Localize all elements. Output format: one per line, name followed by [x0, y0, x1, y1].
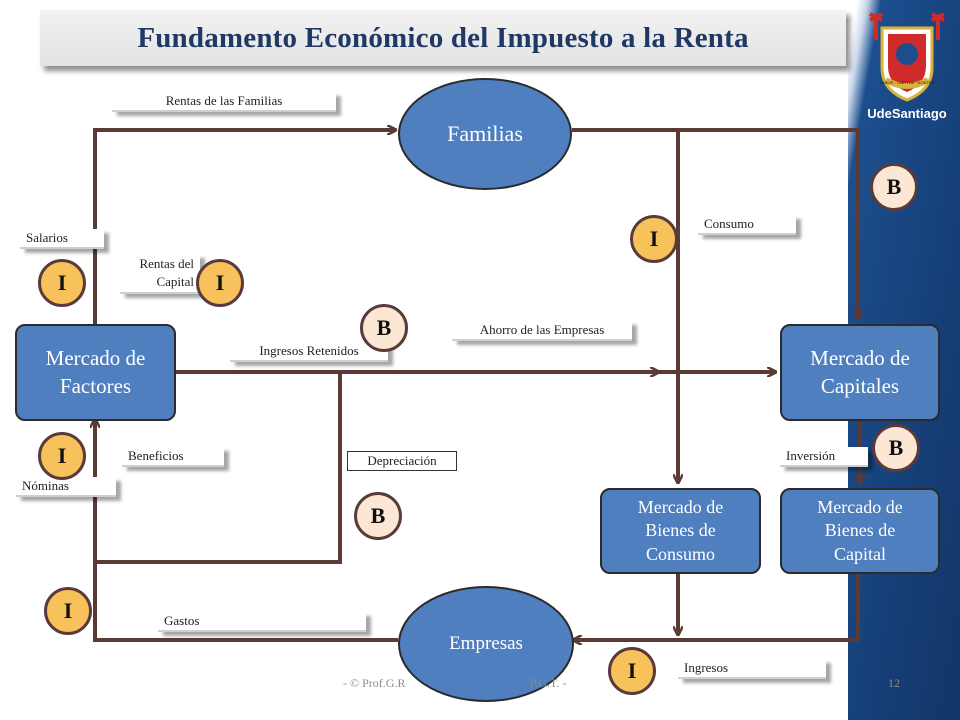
income-tax-badge-beneficios: I [38, 432, 86, 480]
label-rentas-capital: Rentas del Capital [120, 254, 200, 295]
base-tax-badge-top: B [870, 163, 918, 211]
label-depreciacion: Depreciación [347, 451, 457, 471]
node-mercado-factores: Mercado de Factores [15, 324, 176, 421]
arrow-familias-capitales [572, 128, 858, 318]
base-tax-badge-inversion: B [872, 424, 920, 472]
node-mercado-capitales: Mercado de Capitales [780, 324, 940, 421]
label-ingresos: Ingresos [678, 659, 826, 679]
footer-copyright-tail: P.G.T. - [530, 676, 567, 690]
income-tax-badge-ingresos: I [608, 647, 656, 695]
label-inversion: Inversión [780, 447, 868, 467]
label-consumo: Consumo [698, 215, 796, 235]
node-empresas: Empresas [398, 586, 574, 702]
label-nominas: Nóminas [16, 477, 116, 497]
node-mercado-bienes-capital: Mercado de Bienes de Capital [780, 488, 940, 574]
label-ingresos-retenidos: Ingresos Retenidos [230, 342, 388, 362]
base-tax-badge-depreciacion: B [354, 492, 402, 540]
arrow-rentas-familias [93, 130, 395, 325]
income-tax-badge-salarios: I [38, 259, 86, 307]
label-ahorro-empresas: Ahorro de las Empresas [452, 321, 632, 341]
university-logo: LABOR · LAETITIA · NOSTRA UdeSantiago [867, 12, 947, 121]
footer-copyright: - © Prof.G.R [343, 676, 406, 690]
arrow-depreciacion [97, 372, 342, 564]
label-beneficios: Beneficios [122, 447, 224, 467]
base-tax-badge-ingresos-retenidos: B [360, 304, 408, 352]
page-number: 12 [888, 676, 900, 690]
page-title: Fundamento Económico del Impuesto a la R… [137, 21, 749, 54]
title-banner: Fundamento Económico del Impuesto a la R… [40, 10, 846, 66]
income-tax-badge-consumo: I [630, 215, 678, 263]
logo-motto: LABOR · LAETITIA · NOSTRA [880, 80, 935, 85]
income-tax-badge-rentas-capital: I [196, 259, 244, 307]
node-familias: Familias [398, 78, 572, 190]
label-gastos: Gastos [158, 612, 366, 632]
arrow-ingresos-capital [574, 572, 860, 640]
label-rentas-familias: Rentas de las Familias [112, 92, 336, 112]
logo-text: UdeSantiago [867, 106, 947, 121]
label-salarios: Salarios [20, 229, 104, 249]
income-tax-badge-gastos: I [44, 587, 92, 635]
node-mercado-bienes-consumo: Mercado de Bienes de Consumo [600, 488, 761, 574]
